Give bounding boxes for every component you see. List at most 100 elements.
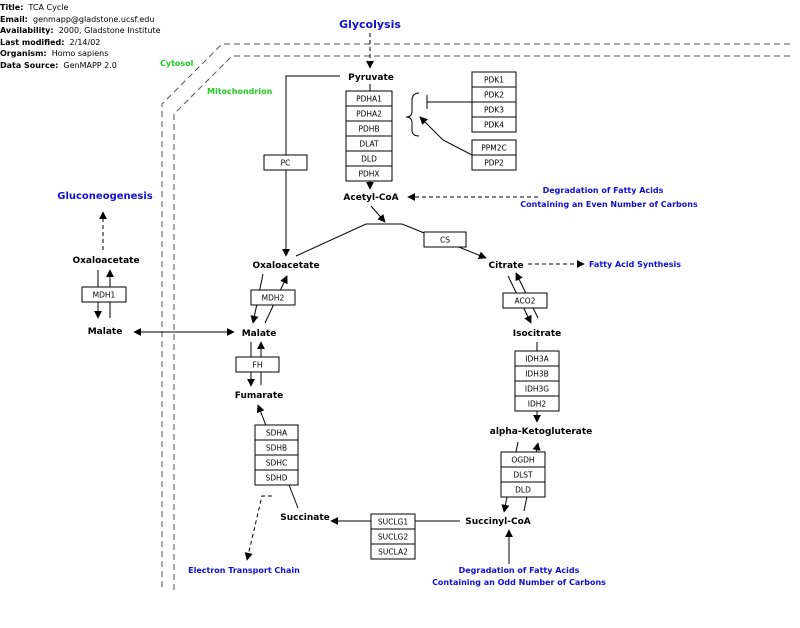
svg-text:MDH2: MDH2 bbox=[262, 294, 285, 303]
svg-text:FH: FH bbox=[253, 361, 263, 370]
gene-box[interactable]: SDHC bbox=[254, 454, 299, 471]
svg-text:CS: CS bbox=[440, 236, 450, 245]
fatty-synthesis-link[interactable]: Fatty Acid Synthesis bbox=[589, 260, 681, 269]
metabolite-oxaloacetate: Oxaloacetate bbox=[252, 261, 319, 271]
gene-box[interactable]: DLST bbox=[500, 466, 546, 483]
svg-text:SUCLA2: SUCLA2 bbox=[378, 548, 408, 557]
svg-text:OGDH: OGDH bbox=[511, 456, 534, 465]
svg-text:PDHA1: PDHA1 bbox=[356, 95, 382, 104]
metabolite-isocitrate: Isocitrate bbox=[513, 329, 562, 339]
svg-text:PDHX: PDHX bbox=[358, 170, 379, 179]
svg-text:IDH3A: IDH3A bbox=[525, 355, 549, 364]
gene-box[interactable]: PDK3 bbox=[471, 101, 517, 118]
fatty-even-link-line1[interactable]: Degradation of Fatty Acids bbox=[543, 186, 664, 195]
info-source: Data Source: GenMAPP 2.0 bbox=[0, 60, 117, 70]
metabolite-malate-cytosol: Malate bbox=[88, 327, 123, 337]
svg-text:PC: PC bbox=[281, 159, 291, 168]
gene-group-idh: IDH3A IDH3B IDH3G IDH2 bbox=[514, 350, 560, 412]
metabolite-citrate: Citrate bbox=[489, 261, 524, 271]
gene-box[interactable]: PDHB bbox=[345, 120, 393, 137]
gene-box[interactable]: IDH2 bbox=[514, 395, 560, 412]
gene-group-pdp: PPM2C PDP2 bbox=[471, 139, 517, 171]
svg-text:PDK4: PDK4 bbox=[484, 121, 504, 130]
gene-box-pc[interactable]: PC bbox=[263, 154, 308, 171]
gene-box[interactable]: IDH3G bbox=[514, 380, 560, 397]
metabolite-succinate: Succinate bbox=[280, 513, 330, 523]
gene-box-aco2[interactable]: ACO2 bbox=[502, 292, 548, 309]
svg-text:IDH2: IDH2 bbox=[528, 400, 547, 409]
metabolite-pyruvate: Pyruvate bbox=[348, 73, 394, 83]
gene-group-pdk: PDK1 PDK2 PDK3 PDK4 bbox=[471, 71, 517, 133]
info-title: Title: TCA Cycle bbox=[0, 3, 69, 12]
svg-text:SDHA: SDHA bbox=[266, 429, 288, 438]
gene-box[interactable]: SDHD bbox=[254, 469, 299, 486]
metabolite-malate: Malate bbox=[242, 329, 277, 339]
arrow-succinate-etc bbox=[244, 495, 272, 561]
arrow-pyruvate-oxaloacetate bbox=[282, 75, 340, 257]
metabolite-alpha-ketoglutarate: alpha-Ketogluterate bbox=[490, 427, 592, 437]
arrow-acetylcoa-cs bbox=[370, 205, 386, 223]
cytosol-boundary bbox=[161, 43, 790, 590]
gene-box[interactable]: OGDH bbox=[500, 451, 546, 468]
glycolysis-link[interactable]: Glycolysis bbox=[339, 18, 401, 31]
gene-box[interactable]: PDK2 bbox=[471, 86, 517, 103]
gene-box[interactable]: PPM2C bbox=[471, 139, 517, 156]
gluconeogenesis-link[interactable]: Gluconeogenesis bbox=[57, 191, 153, 202]
info-availability: Availability: 2000, Gladstone Institute bbox=[0, 26, 161, 35]
gene-box[interactable]: IDH3B bbox=[514, 365, 560, 382]
map-info-header: Title: TCA Cycle Email: genmapp@gladston… bbox=[0, 2, 161, 71]
fatty-even-link-line2[interactable]: Containing an Even Number of Carbons bbox=[520, 200, 698, 209]
gene-box[interactable]: SDHB bbox=[254, 439, 299, 456]
gene-box[interactable]: SUCLG2 bbox=[370, 528, 416, 545]
svg-text:SDHC: SDHC bbox=[266, 459, 287, 468]
svg-text:PPM2C: PPM2C bbox=[481, 144, 507, 153]
metabolite-oxaloacetate-cytosol: Oxaloacetate bbox=[72, 256, 139, 266]
svg-text:DLAT: DLAT bbox=[359, 140, 379, 149]
etc-link[interactable]: Electron Transport Chain bbox=[188, 566, 300, 575]
gene-group-sucl: SUCLG1 SUCLG2 SUCLA2 bbox=[370, 513, 416, 560]
gene-box[interactable]: DLAT bbox=[345, 135, 393, 152]
pdp-activation-line bbox=[419, 116, 473, 156]
info-email: Email: genmapp@gladstone.ucsf.edu bbox=[0, 14, 155, 24]
svg-text:DLST: DLST bbox=[513, 471, 533, 480]
svg-text:IDH3G: IDH3G bbox=[525, 385, 549, 394]
gene-box-mdh2[interactable]: MDH2 bbox=[250, 289, 296, 306]
pdk-brace bbox=[405, 92, 420, 137]
gene-box[interactable]: SDHA bbox=[254, 424, 299, 441]
gene-box[interactable]: IDH3A bbox=[514, 350, 560, 367]
gene-box[interactable]: PDHX bbox=[345, 165, 393, 182]
svg-text:PDP2: PDP2 bbox=[484, 159, 504, 168]
gene-group-pdh: PDHA1 PDHA2 PDHB DLAT DLD PDHX bbox=[345, 90, 393, 182]
metabolite-acetyl-coa: Acetyl-CoA bbox=[343, 193, 398, 203]
gene-box[interactable]: PDP2 bbox=[471, 154, 517, 171]
gene-box-mdh1[interactable]: MDH1 bbox=[81, 286, 127, 303]
svg-text:PDK3: PDK3 bbox=[484, 106, 504, 115]
svg-text:SDHD: SDHD bbox=[266, 474, 288, 483]
fatty-odd-link-line1[interactable]: Degradation of Fatty Acids bbox=[459, 566, 580, 575]
svg-text:MDH1: MDH1 bbox=[93, 291, 116, 300]
svg-text:DLD: DLD bbox=[515, 486, 531, 495]
svg-text:PDHB: PDHB bbox=[358, 125, 379, 134]
metabolite-succinyl-coa: Succinyl-CoA bbox=[465, 517, 531, 527]
gene-box[interactable]: PDHA1 bbox=[345, 90, 393, 107]
svg-text:IDH3B: IDH3B bbox=[525, 370, 549, 379]
svg-text:PDHA2: PDHA2 bbox=[356, 110, 382, 119]
gene-box[interactable]: PDK4 bbox=[471, 116, 517, 133]
gene-box-fh[interactable]: FH bbox=[235, 356, 280, 373]
gene-box[interactable]: PDK1 bbox=[471, 71, 517, 88]
gene-box[interactable]: SUCLA2 bbox=[370, 543, 416, 560]
svg-text:ACO2: ACO2 bbox=[515, 297, 536, 306]
gene-box[interactable]: DLD bbox=[500, 481, 546, 498]
gene-box[interactable]: PDHA2 bbox=[345, 105, 393, 122]
gene-box-cs[interactable]: CS bbox=[423, 231, 467, 248]
mitochondrion-label: Mitochondrion bbox=[207, 87, 273, 96]
metabolite-fumarate: Fumarate bbox=[235, 391, 283, 401]
fatty-odd-link-line2[interactable]: Containing an Odd Number of Carbons bbox=[432, 578, 606, 587]
info-organism: Organism: Homo sapiens bbox=[0, 49, 109, 58]
cytosol-label: Cytosol bbox=[160, 59, 194, 68]
info-modified: Last modified: 2/14/02 bbox=[0, 37, 101, 47]
svg-text:DLD: DLD bbox=[361, 155, 377, 164]
gene-box[interactable]: SUCLG1 bbox=[370, 513, 416, 530]
gene-box[interactable]: DLD bbox=[345, 150, 393, 167]
